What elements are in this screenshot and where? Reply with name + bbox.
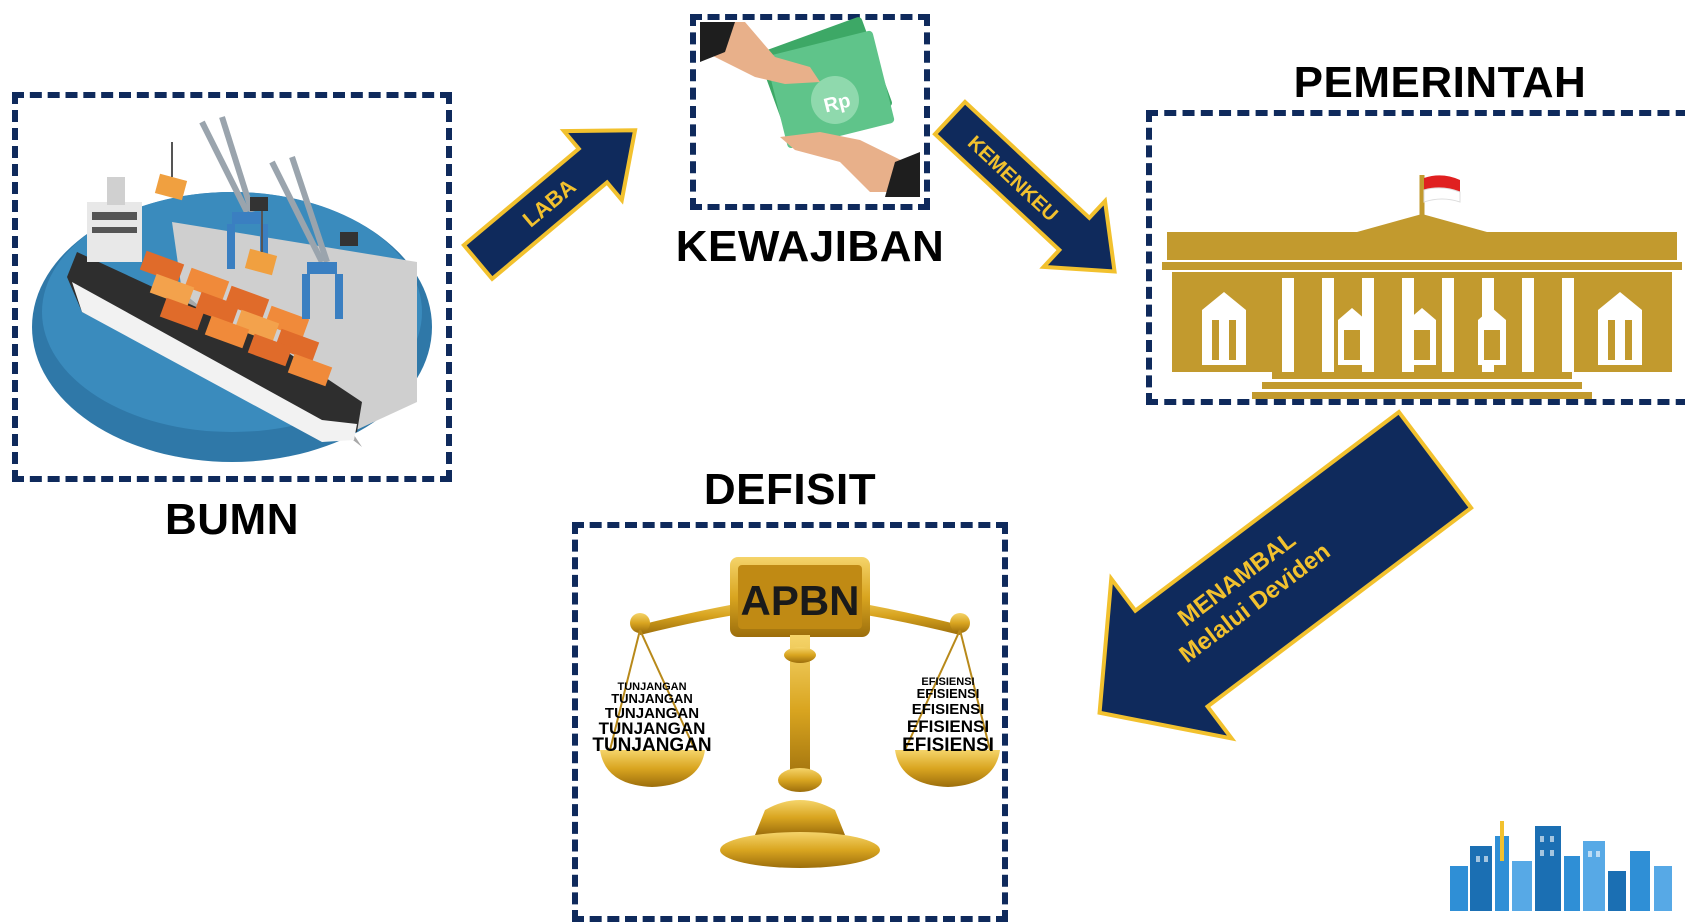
money-handover-illustration: Rp: [700, 17, 920, 197]
bumn-label: BUMN: [165, 495, 299, 544]
left-pan-word-3: TUNJANGAN: [605, 705, 699, 722]
right-pan-word-4: EFISIENSI: [907, 717, 989, 736]
right-pan-word-2: EFISIENSI: [917, 686, 980, 701]
left-pan-word-2: TUNJANGAN: [611, 691, 693, 706]
government-building-icon: [1162, 175, 1682, 399]
kewajiban-label: KEWAJIBAN: [675, 222, 945, 271]
right-pan-word-5: EFISIENSI: [902, 735, 994, 756]
apbn-balance-scale: APBN TUNJANGAN TUNJANGAN TUNJANGAN TUNJA…: [592, 557, 1000, 868]
apbn-plaque-text: APBN: [740, 577, 859, 624]
bumn-box: [12, 92, 452, 482]
arrow-laba: LABA: [461, 128, 638, 282]
ship-port-illustration: [32, 116, 432, 462]
right-pan-word-3: EFISIENSI: [912, 701, 985, 718]
defisit-label: DEFISIT: [703, 465, 877, 514]
pemerintah-label: PEMERINTAH: [1293, 58, 1587, 107]
left-pan-word-4: TUNJANGAN: [599, 719, 706, 738]
city-skyline-decoration: [1450, 821, 1672, 911]
left-pan-word-5: TUNJANGAN: [592, 735, 711, 756]
kewajiban-box: [690, 14, 930, 210]
left-pan-word-1: TUNJANGAN: [617, 681, 686, 693]
pemerintah-box: [1146, 110, 1685, 405]
arrow-menambal: MENAMBAL Melalui Deviden: [1097, 409, 1474, 742]
arrow-kemenkeu: KEMENKEU: [932, 99, 1117, 274]
right-pan-word-1: EFISIENSI: [921, 676, 974, 688]
